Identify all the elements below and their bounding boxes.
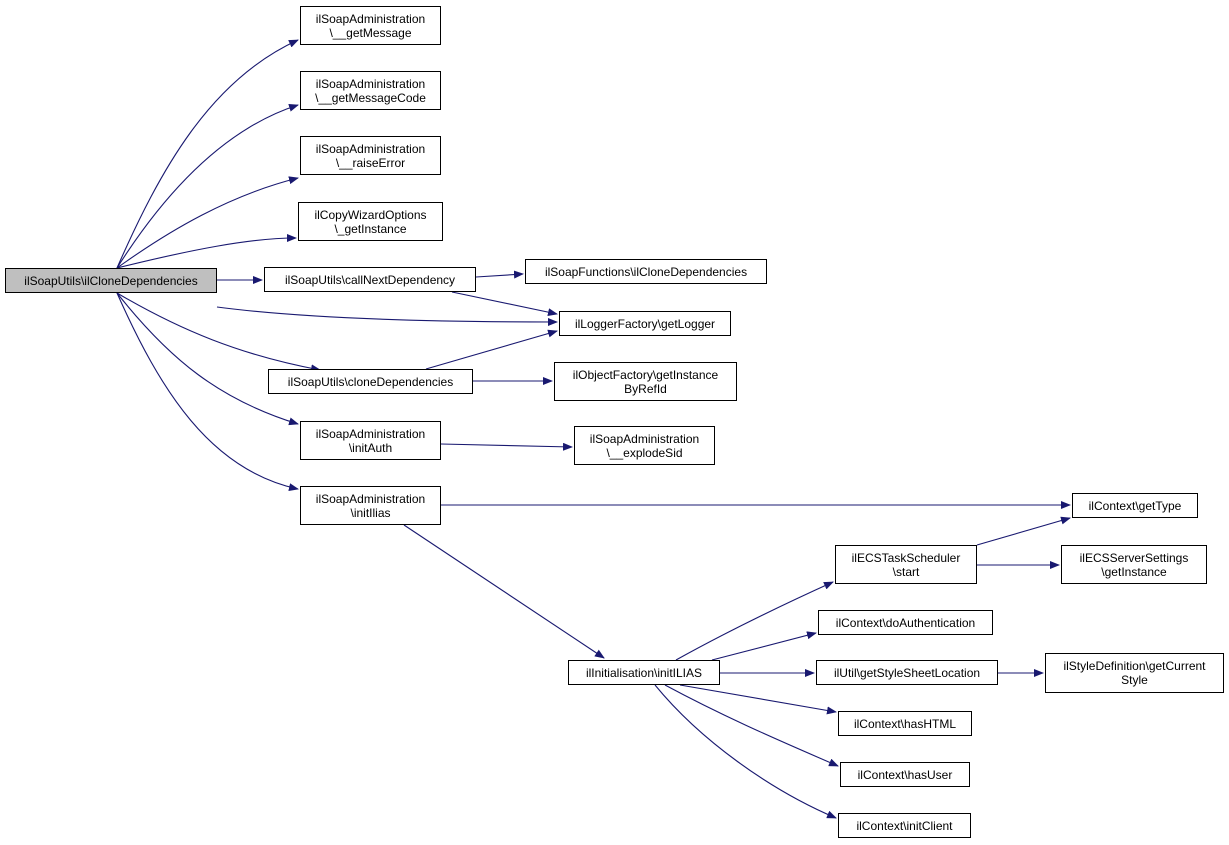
- node-label-line: ByRefId: [624, 381, 667, 396]
- node-hasUser[interactable]: ilContext\hasUser: [840, 762, 970, 787]
- node-soapFuncClone[interactable]: ilSoapFunctions\ilCloneDependencies: [525, 259, 767, 284]
- node-getLogger[interactable]: ilLoggerFactory\getLogger: [559, 311, 731, 336]
- node-label-line: ilInitialisation\initILIAS: [585, 665, 703, 680]
- node-label-line: \start: [892, 564, 920, 579]
- node-label-line: \getInstance: [1101, 564, 1167, 579]
- node-label-line: ilECSTaskScheduler: [851, 550, 961, 565]
- node-copyWizard[interactable]: ilCopyWizardOptions\_getInstance: [298, 202, 443, 241]
- node-hasHTML[interactable]: ilContext\hasHTML: [838, 711, 972, 736]
- edge-root-to-initIlias: [116, 292, 299, 492]
- edge-root-to-copyWizard: [116, 234, 297, 269]
- edge-callNext-to-soapFuncClone: [475, 270, 524, 279]
- edge-initILIAS-to-ctxDoAuth: [711, 631, 817, 661]
- node-initClient[interactable]: ilContext\initClient: [838, 813, 971, 838]
- edge-root-to-getMessage: [116, 39, 299, 269]
- node-initAuth[interactable]: ilSoapAdministration\initAuth: [300, 421, 441, 460]
- node-label-line: \__getMessageCode: [315, 90, 426, 105]
- edge-initILIAS-to-hasUser: [664, 684, 839, 767]
- edge-initAuth-to-explodeSid: [440, 442, 573, 451]
- node-label-line: ilContext\hasHTML: [853, 716, 957, 731]
- node-label-line: ilCopyWizardOptions: [314, 207, 427, 222]
- node-label-line: ilSoapAdministration: [315, 76, 426, 91]
- node-label-line: ilLoggerFactory\getLogger: [574, 316, 716, 331]
- edge-cloneDeps-to-getLogger: [425, 329, 558, 370]
- node-label-line: ilSoapUtils\cloneDependencies: [287, 374, 454, 389]
- node-label-line: \_getInstance: [334, 221, 407, 236]
- node-initILIAS[interactable]: ilInitialisation\initILIAS: [568, 660, 720, 685]
- node-label-line: \__raiseError: [335, 155, 406, 170]
- node-label-line: Style: [1121, 673, 1148, 687]
- node-ctxGetType[interactable]: ilContext\getType: [1072, 493, 1198, 518]
- node-label-line: \__getMessage: [329, 25, 412, 40]
- node-ecsStart[interactable]: ilECSTaskScheduler\start: [835, 545, 977, 584]
- node-label-line: ilContext\doAuthentication: [835, 615, 976, 630]
- node-cloneDeps[interactable]: ilSoapUtils\cloneDependencies: [268, 369, 473, 394]
- node-explodeSid[interactable]: ilSoapAdministration\__explodeSid: [574, 426, 715, 465]
- edge-layer: [116, 39, 1071, 819]
- edge-root-to-getLogger: [216, 306, 558, 326]
- edge-initILIAS-to-ecsStart: [675, 581, 834, 661]
- node-label-line: ilSoapAdministration: [589, 431, 700, 446]
- node-ecsSettings[interactable]: ilECSServerSettings\getInstance: [1061, 545, 1207, 584]
- node-callNext[interactable]: ilSoapUtils\callNextDependency: [264, 267, 476, 292]
- node-initIlias[interactable]: ilSoapAdministration\initIlias: [300, 486, 441, 525]
- node-getMessage[interactable]: ilSoapAdministration\__getMessage: [300, 6, 441, 45]
- node-label-line: ilContext\initClient: [856, 818, 953, 833]
- node-label-line: ilContext\hasUser: [857, 767, 953, 782]
- node-label-line: \initIlias: [350, 505, 391, 520]
- node-label-line: ilECSServerSettings: [1079, 550, 1189, 565]
- edge-ecsStart-to-ctxGetType: [976, 516, 1071, 546]
- node-label-line: ilSoapAdministration: [315, 491, 426, 506]
- node-root[interactable]: ilSoapUtils\ilCloneDependencies: [5, 268, 217, 293]
- edge-initILIAS-to-initClient: [654, 684, 837, 819]
- node-styleLoc[interactable]: ilUtil\getStyleSheetLocation: [816, 660, 998, 685]
- edge-initILIAS-to-hasHTML: [679, 684, 837, 715]
- node-label-line: ilSoapUtils\ilCloneDependencies: [24, 273, 198, 288]
- node-label-line: ilSoapAdministration: [315, 426, 426, 441]
- node-ctxDoAuth[interactable]: ilContext\doAuthentication: [818, 610, 993, 635]
- node-label-line: ilSoapFunctions\ilCloneDependencies: [544, 264, 748, 279]
- node-label-line: \__explodeSid: [606, 445, 683, 460]
- node-label-line: ilContext\getType: [1088, 498, 1182, 513]
- node-label-line: ilUtil\getStyleSheetLocation: [833, 665, 981, 680]
- node-getMsgCode[interactable]: ilSoapAdministration\__getMessageCode: [300, 71, 441, 110]
- edge-initIlias-to-initILIAS: [403, 524, 605, 659]
- edge-root-to-initAuth: [116, 292, 299, 426]
- edge-root-to-cloneDeps: [116, 292, 321, 373]
- node-label-line: ilObjectFactory\getInstance: [572, 367, 719, 382]
- node-label-line: \initAuth: [348, 440, 393, 455]
- edge-root-to-getMsgCode: [116, 103, 299, 269]
- node-label-line: ilSoapUtils\callNextDependency: [284, 272, 456, 287]
- node-label-line: ilSoapAdministration: [315, 11, 426, 26]
- node-raiseError[interactable]: ilSoapAdministration\__raiseError: [300, 136, 441, 175]
- node-label-line: ilStyleDefinition\getCurrent: [1063, 659, 1206, 673]
- edge-callNext-to-getLogger: [451, 291, 558, 317]
- node-label-line: ilSoapAdministration: [315, 141, 426, 156]
- edge-root-to-raiseError: [116, 176, 299, 269]
